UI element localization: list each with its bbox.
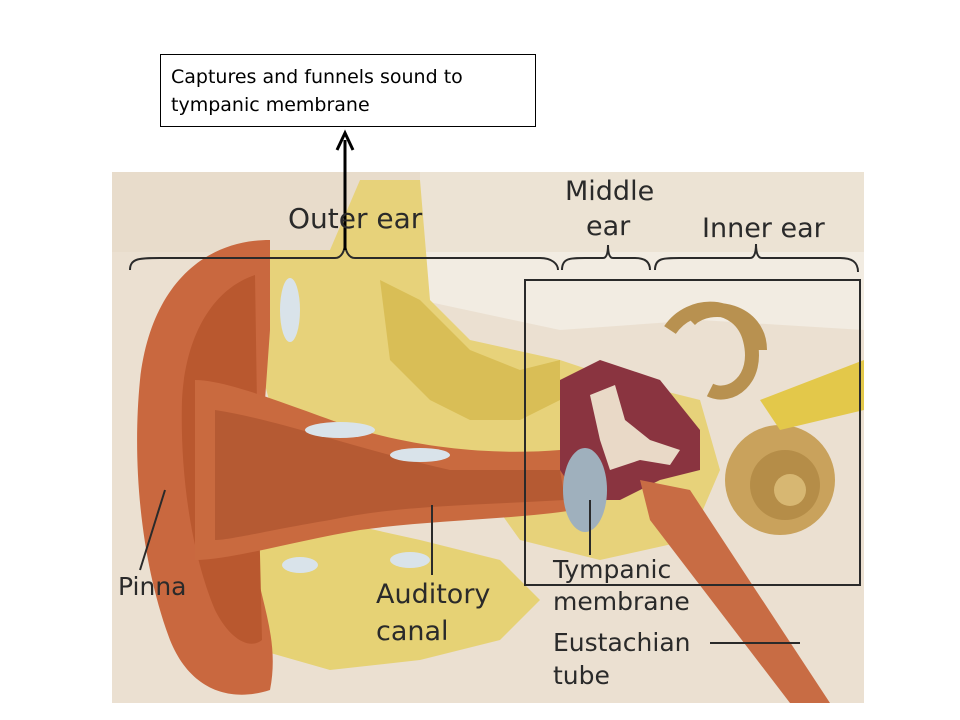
bone-texture [380, 280, 560, 420]
auditory-canal-label-line1: Auditory [376, 579, 490, 610]
auditory-canal-label-line2: canal [376, 616, 449, 647]
callout-box: Captures and funnels sound to tympanic m… [160, 54, 536, 127]
auditory-canal-shade [215, 410, 565, 540]
auditory-nerve [760, 360, 864, 430]
middle-ear-label-line1: Middle [565, 176, 654, 207]
pinna-leader [139, 489, 166, 571]
cartilage-nodule [305, 422, 375, 438]
tympanic-membrane-label-line1: Tympanic [552, 555, 671, 584]
callout-text: Captures and funnels sound to tympanic m… [171, 66, 463, 116]
eustachian-tube-label-line2: tube [553, 661, 610, 690]
middle-ear-label-line2: ear [586, 211, 631, 242]
inner-ear-label: Inner ear [702, 213, 826, 244]
eustachian-tube-shape [640, 480, 830, 703]
pinna-label: Pinna [118, 572, 186, 601]
semicircular-canals [664, 301, 767, 400]
tympanic-membrane-shape [563, 448, 607, 532]
inner-ear-brace [654, 243, 859, 273]
tympanic-membrane-label-line2: membrane [553, 587, 690, 616]
ossicles [590, 385, 680, 470]
lower-cartilage [250, 520, 540, 670]
middle-ear-brace [561, 244, 651, 271]
cartilage-nodule [390, 552, 430, 568]
eustachian-tube-label-line1: Eustachian [553, 628, 691, 657]
middle-inner-box [524, 279, 861, 586]
outer-ear-label: Outer ear [288, 202, 423, 235]
callout-arrow-head [335, 129, 355, 151]
cochlea-core [774, 474, 806, 506]
cartilage-nodule [280, 278, 300, 342]
cartilage-nodule [282, 557, 318, 573]
cartilage-nodule [390, 448, 450, 462]
